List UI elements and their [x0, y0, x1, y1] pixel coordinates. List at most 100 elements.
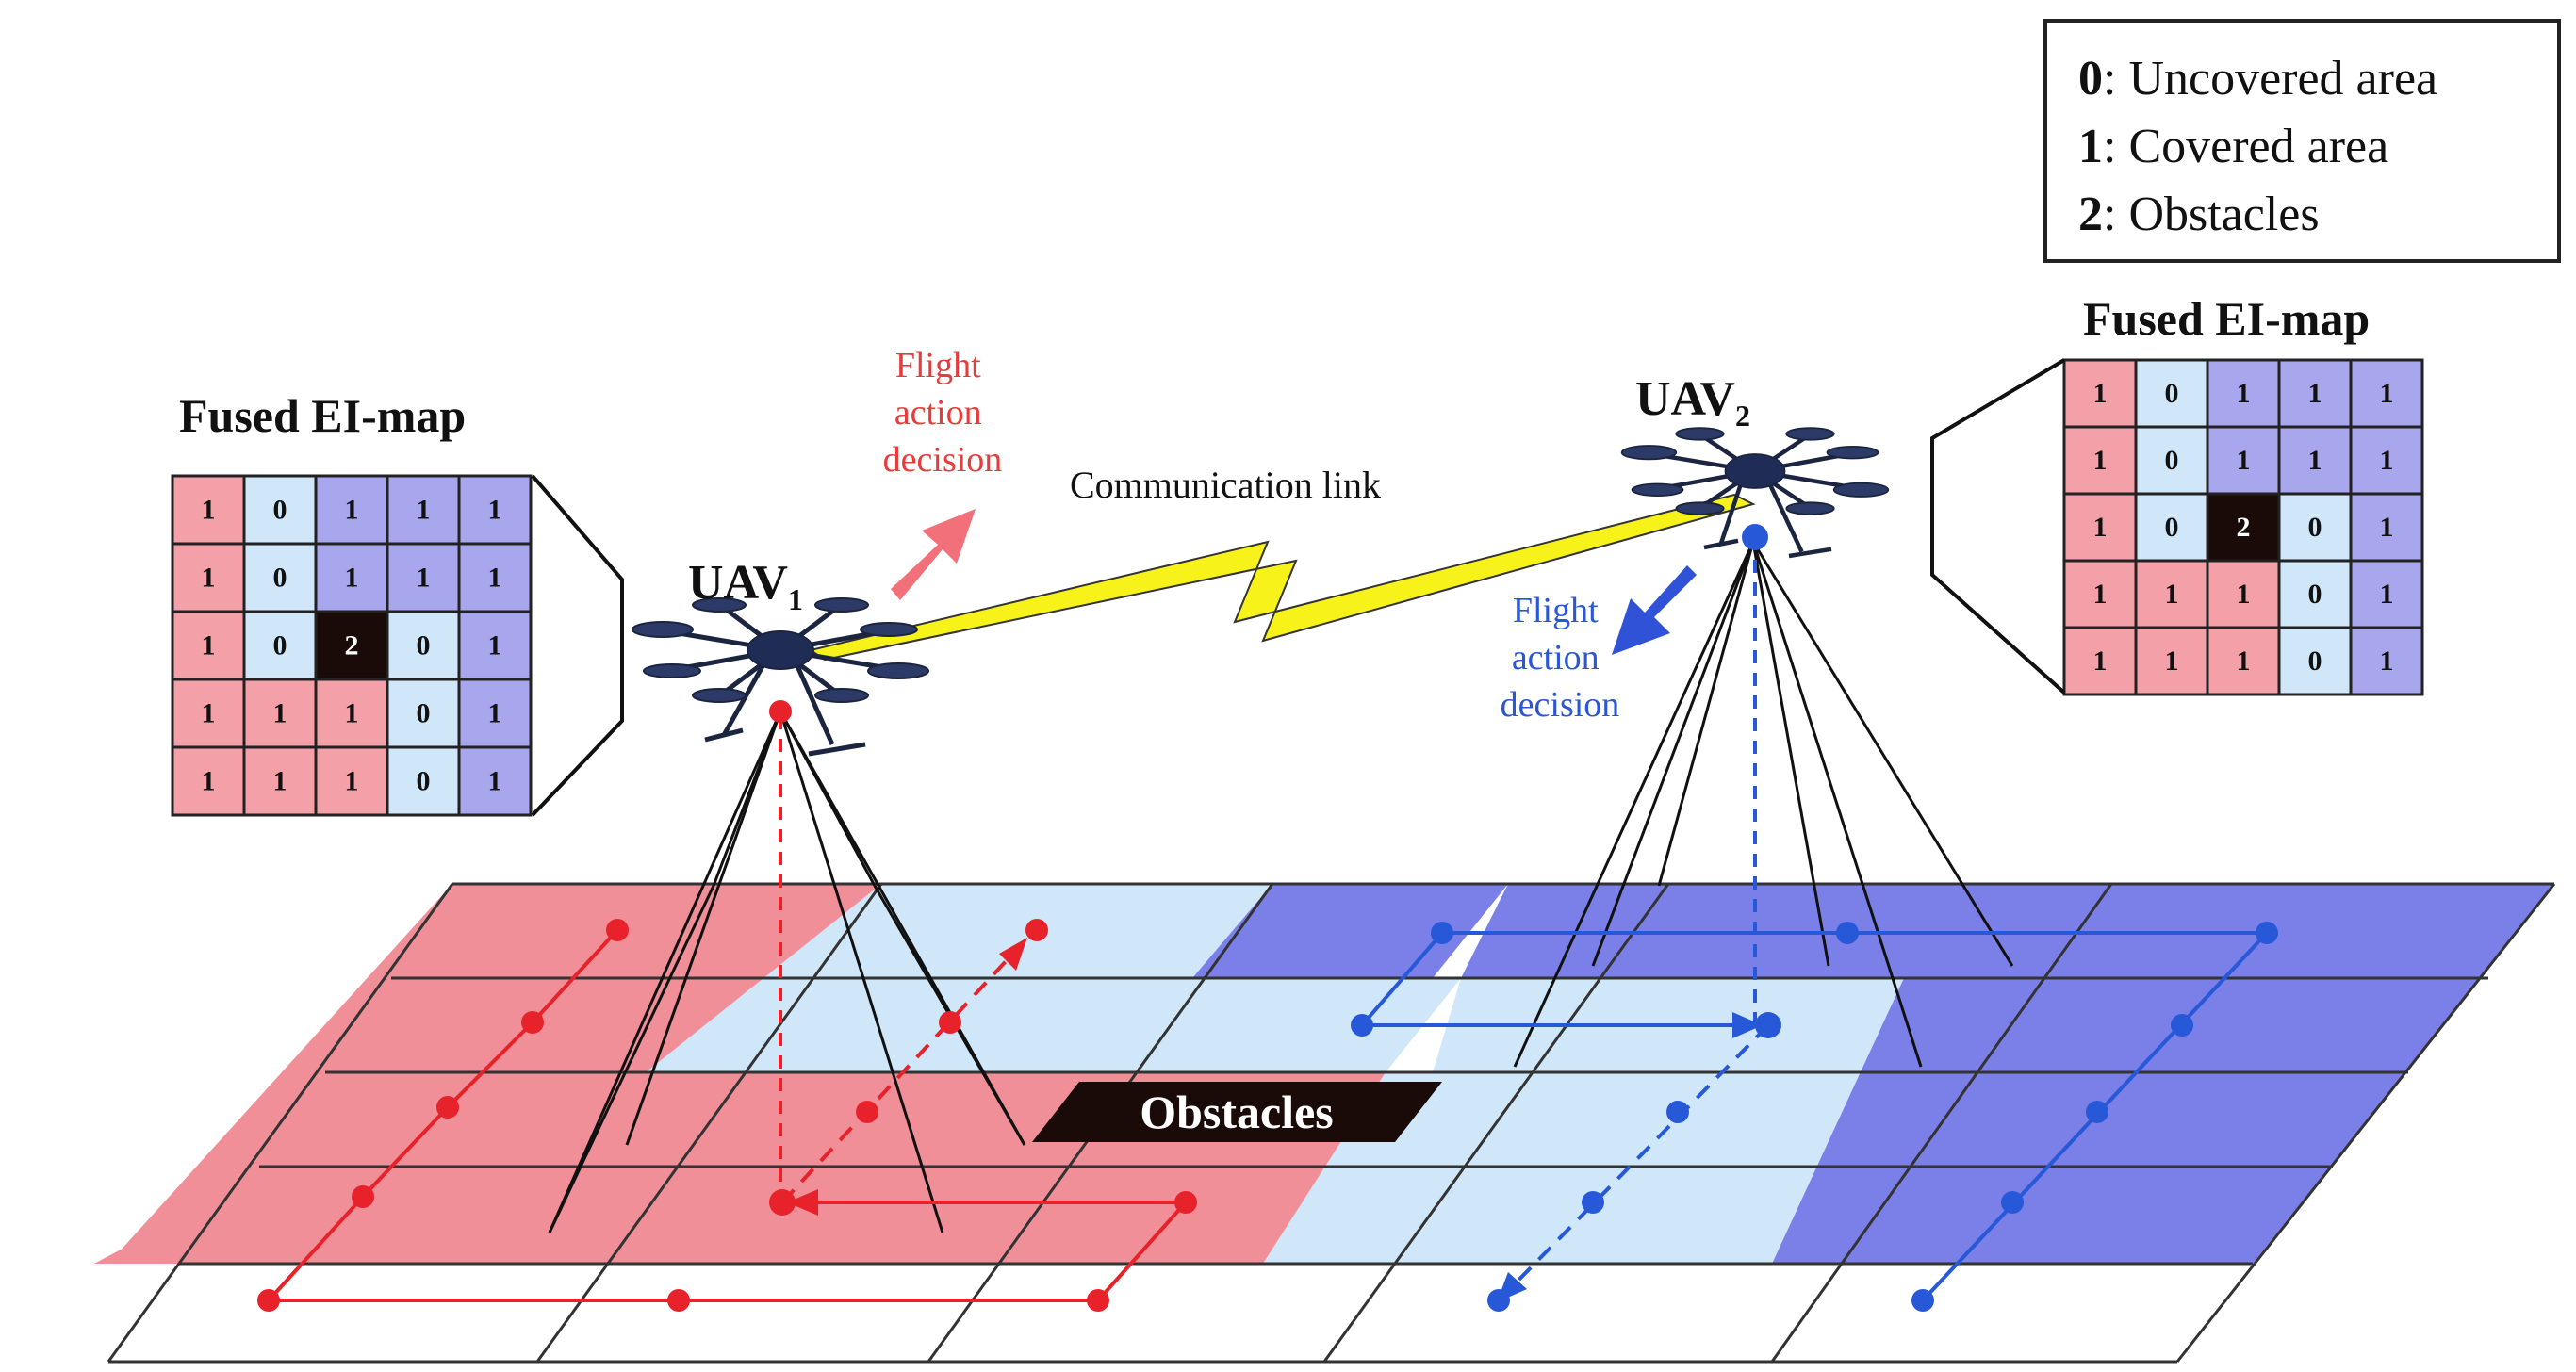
- map-cell: [242, 542, 318, 613]
- uav1-label: UAV1: [688, 556, 803, 616]
- map-cell: [242, 745, 318, 817]
- map-cell-value: 1: [488, 563, 502, 594]
- map-cell-value: 1: [488, 766, 502, 797]
- path-node: [856, 1101, 878, 1123]
- map-cell-value: 1: [2380, 645, 2394, 677]
- ground-grid: [107, 882, 2556, 1364]
- map-cell: [314, 745, 389, 817]
- map-cell-value: 1: [202, 563, 216, 594]
- path-node: [1351, 1014, 1373, 1037]
- map-cell: [2134, 425, 2209, 496]
- map-cell-value: 1: [345, 698, 359, 729]
- right-map-title: Fused EI-map: [2083, 292, 2370, 345]
- map-cell: [386, 745, 461, 817]
- map-cell-value: 1: [488, 630, 502, 662]
- right-map-callout: [1930, 358, 2066, 694]
- map-cell: [2277, 358, 2353, 429]
- map-cell-value: 1: [2380, 512, 2394, 543]
- map-cell: [457, 678, 533, 749]
- path-node: [1025, 919, 1048, 941]
- map-cell: [171, 474, 246, 546]
- map-cell-value: 0: [273, 563, 287, 594]
- uav1-arrowheads: [787, 938, 1027, 1216]
- map-cell-value: 1: [488, 698, 502, 729]
- uav2-drone-icon: [1620, 427, 1890, 559]
- map-cell: [314, 610, 389, 681]
- path-node: [1582, 1191, 1604, 1214]
- map-cell-value: 1: [202, 495, 216, 526]
- map-cell-value: 0: [417, 698, 431, 729]
- map-cell-value: 0: [2308, 579, 2322, 610]
- map-cell-value: 1: [2237, 579, 2251, 610]
- map-cell-value: 0: [2308, 512, 2322, 543]
- path-node: [769, 1189, 796, 1216]
- uav1-position-node: [769, 700, 792, 723]
- ground-grid-line: [2175, 883, 2556, 1363]
- map-cell: [457, 474, 533, 546]
- uav2-position-node: [1742, 524, 1768, 550]
- map-cell-value: 1: [2093, 445, 2108, 476]
- ground-obstacle-cell: [1046, 978, 1461, 1072]
- map-cell-value: 1: [2380, 445, 2394, 476]
- path-node: [1174, 1191, 1197, 1214]
- legend-item-covered: 1: Covered area: [2078, 120, 2388, 173]
- path-node: [1911, 1289, 1934, 1312]
- map-cell-value: 1: [202, 698, 216, 729]
- map-cell: [314, 542, 389, 613]
- uav1-drone-icon: [632, 597, 929, 757]
- map-cell: [386, 542, 461, 613]
- map-cell-value: 1: [345, 766, 359, 797]
- ground-grid-line: [535, 883, 883, 1363]
- path-node: [1836, 922, 1859, 944]
- map-cell-value: 1: [2237, 378, 2251, 409]
- map-cell-value: 1: [2093, 378, 2108, 409]
- map-cell: [171, 745, 246, 817]
- map-cell-value: 1: [488, 495, 502, 526]
- map-cell: [2134, 358, 2209, 429]
- map-cell: [314, 678, 389, 749]
- map-cell-value: 1: [2380, 579, 2394, 610]
- map-cell-value: 2: [2237, 512, 2251, 543]
- map-cell: [2134, 626, 2209, 696]
- path-node: [436, 1096, 459, 1119]
- map-cell-value: 1: [2165, 645, 2179, 677]
- map-cell-value: 0: [417, 766, 431, 797]
- map-cell-value: 1: [2380, 378, 2394, 409]
- map-cell: [386, 610, 461, 681]
- ground-grid-line: [1770, 883, 2113, 1363]
- map-cell-value: 1: [2093, 645, 2108, 677]
- map-cell-value: 1: [202, 766, 216, 797]
- obstacles-label: Obstacles: [1140, 1086, 1334, 1138]
- map-cell: [2349, 425, 2424, 496]
- map-cell-value: 1: [2093, 512, 2108, 543]
- uav2-path-nodes: [1351, 524, 2278, 1312]
- path-node: [667, 1289, 690, 1312]
- path-node: [2086, 1101, 2108, 1123]
- ground-grid-line: [107, 883, 454, 1363]
- map-cell: [2062, 358, 2138, 429]
- map-cell: [2062, 626, 2138, 696]
- map-cell-value: 1: [417, 495, 431, 526]
- communication-link-label: Communication link: [1070, 464, 1381, 506]
- map-cell: [2277, 492, 2353, 563]
- map-cell-value: 1: [345, 563, 359, 594]
- map-cell-value: 0: [417, 630, 431, 662]
- path-node: [257, 1289, 280, 1312]
- map-cell: [2349, 358, 2424, 429]
- map-cell: [2206, 425, 2281, 496]
- map-cell-value: 1: [273, 698, 287, 729]
- map-cell-value: 0: [2165, 512, 2179, 543]
- map-cell-value: 1: [2237, 445, 2251, 476]
- map-cell: [2277, 425, 2353, 496]
- uav1-decision-label: Flight action decision: [883, 346, 1003, 480]
- obstacles-label-box: Obstacles: [1032, 1082, 1442, 1142]
- map-cell-value: 0: [273, 630, 287, 662]
- map-cell: [2349, 626, 2424, 696]
- uav2-label: UAV2: [1635, 372, 1750, 433]
